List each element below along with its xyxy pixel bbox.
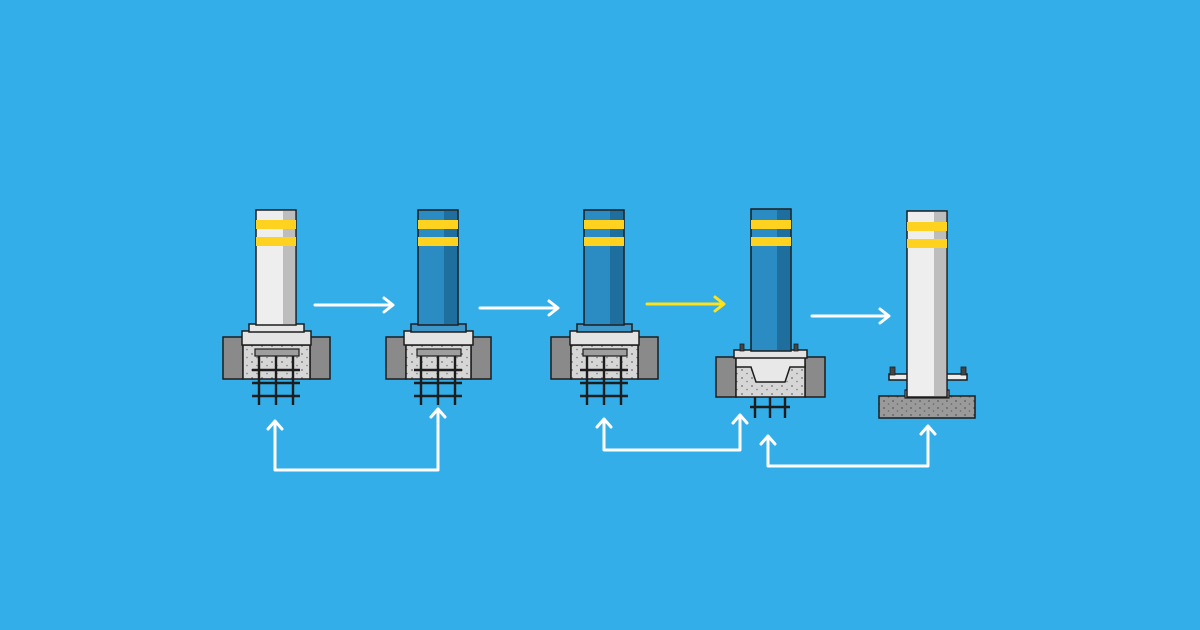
stage-5-bolt-right — [960, 366, 967, 376]
stage-2-wall-right — [470, 336, 492, 380]
stage-1-stripe-top — [256, 220, 296, 229]
stage-3-flange — [569, 330, 640, 346]
stage-1-wall-right — [309, 336, 331, 380]
stage-3-cap-plate — [582, 348, 628, 357]
stage-1-cap-plate — [254, 348, 300, 357]
stage-4-cup — [735, 356, 806, 383]
stage-5-stripe-bottom — [907, 239, 947, 248]
stage-4-stripe-top — [751, 220, 791, 229]
stage-1-bollard — [222, 209, 331, 405]
stage-2-stripe-bottom — [418, 237, 458, 246]
stage-3-bollard — [550, 209, 659, 405]
stage-1-wall-left — [222, 336, 244, 380]
link-arrow-1-2 — [266, 407, 447, 472]
stage-4-stripe-bottom — [751, 237, 791, 246]
stage-4-bollard — [715, 208, 826, 418]
stage-3-wall-right — [637, 336, 659, 380]
forward-arrow-4 — [810, 307, 891, 325]
stage-5-pole-shade — [934, 212, 946, 396]
stage-5-bolt-left — [889, 366, 896, 376]
stage-5-bollard — [878, 210, 976, 419]
link-arrow-4-5 — [759, 424, 937, 468]
stage-1-flange — [241, 330, 312, 346]
stage-1-stripe-bottom — [256, 237, 296, 246]
link-arrow-3-4 — [595, 413, 749, 452]
stage-3-wall-left — [550, 336, 572, 380]
stage-2-wall-left — [385, 336, 407, 380]
stage-4-rebar — [750, 397, 790, 418]
stage-3-stripe-top — [584, 220, 624, 229]
stage-2-flange — [403, 330, 474, 346]
stage-1-rebar — [252, 356, 300, 405]
forward-arrow-1 — [313, 296, 395, 314]
stage-4-wall-right — [804, 356, 826, 398]
forward-arrow-2 — [478, 299, 560, 317]
stage-5-slab — [878, 395, 976, 419]
stage-3-stripe-bottom — [584, 237, 624, 246]
stage-2-bollard — [385, 209, 492, 405]
stage-2-stripe-top — [418, 220, 458, 229]
stage-2-cap-plate — [416, 348, 462, 357]
stage-4-bolt-right — [793, 343, 799, 352]
forward-arrow-3 — [645, 295, 726, 313]
stage-3-rebar — [580, 356, 628, 405]
stage-4-wall-left — [715, 356, 737, 398]
stage-5-stripe-top — [907, 222, 947, 231]
stage-2-rebar — [414, 356, 462, 405]
stage-4-pole-shade — [777, 210, 790, 350]
stage-4-bolt-left — [739, 343, 745, 352]
